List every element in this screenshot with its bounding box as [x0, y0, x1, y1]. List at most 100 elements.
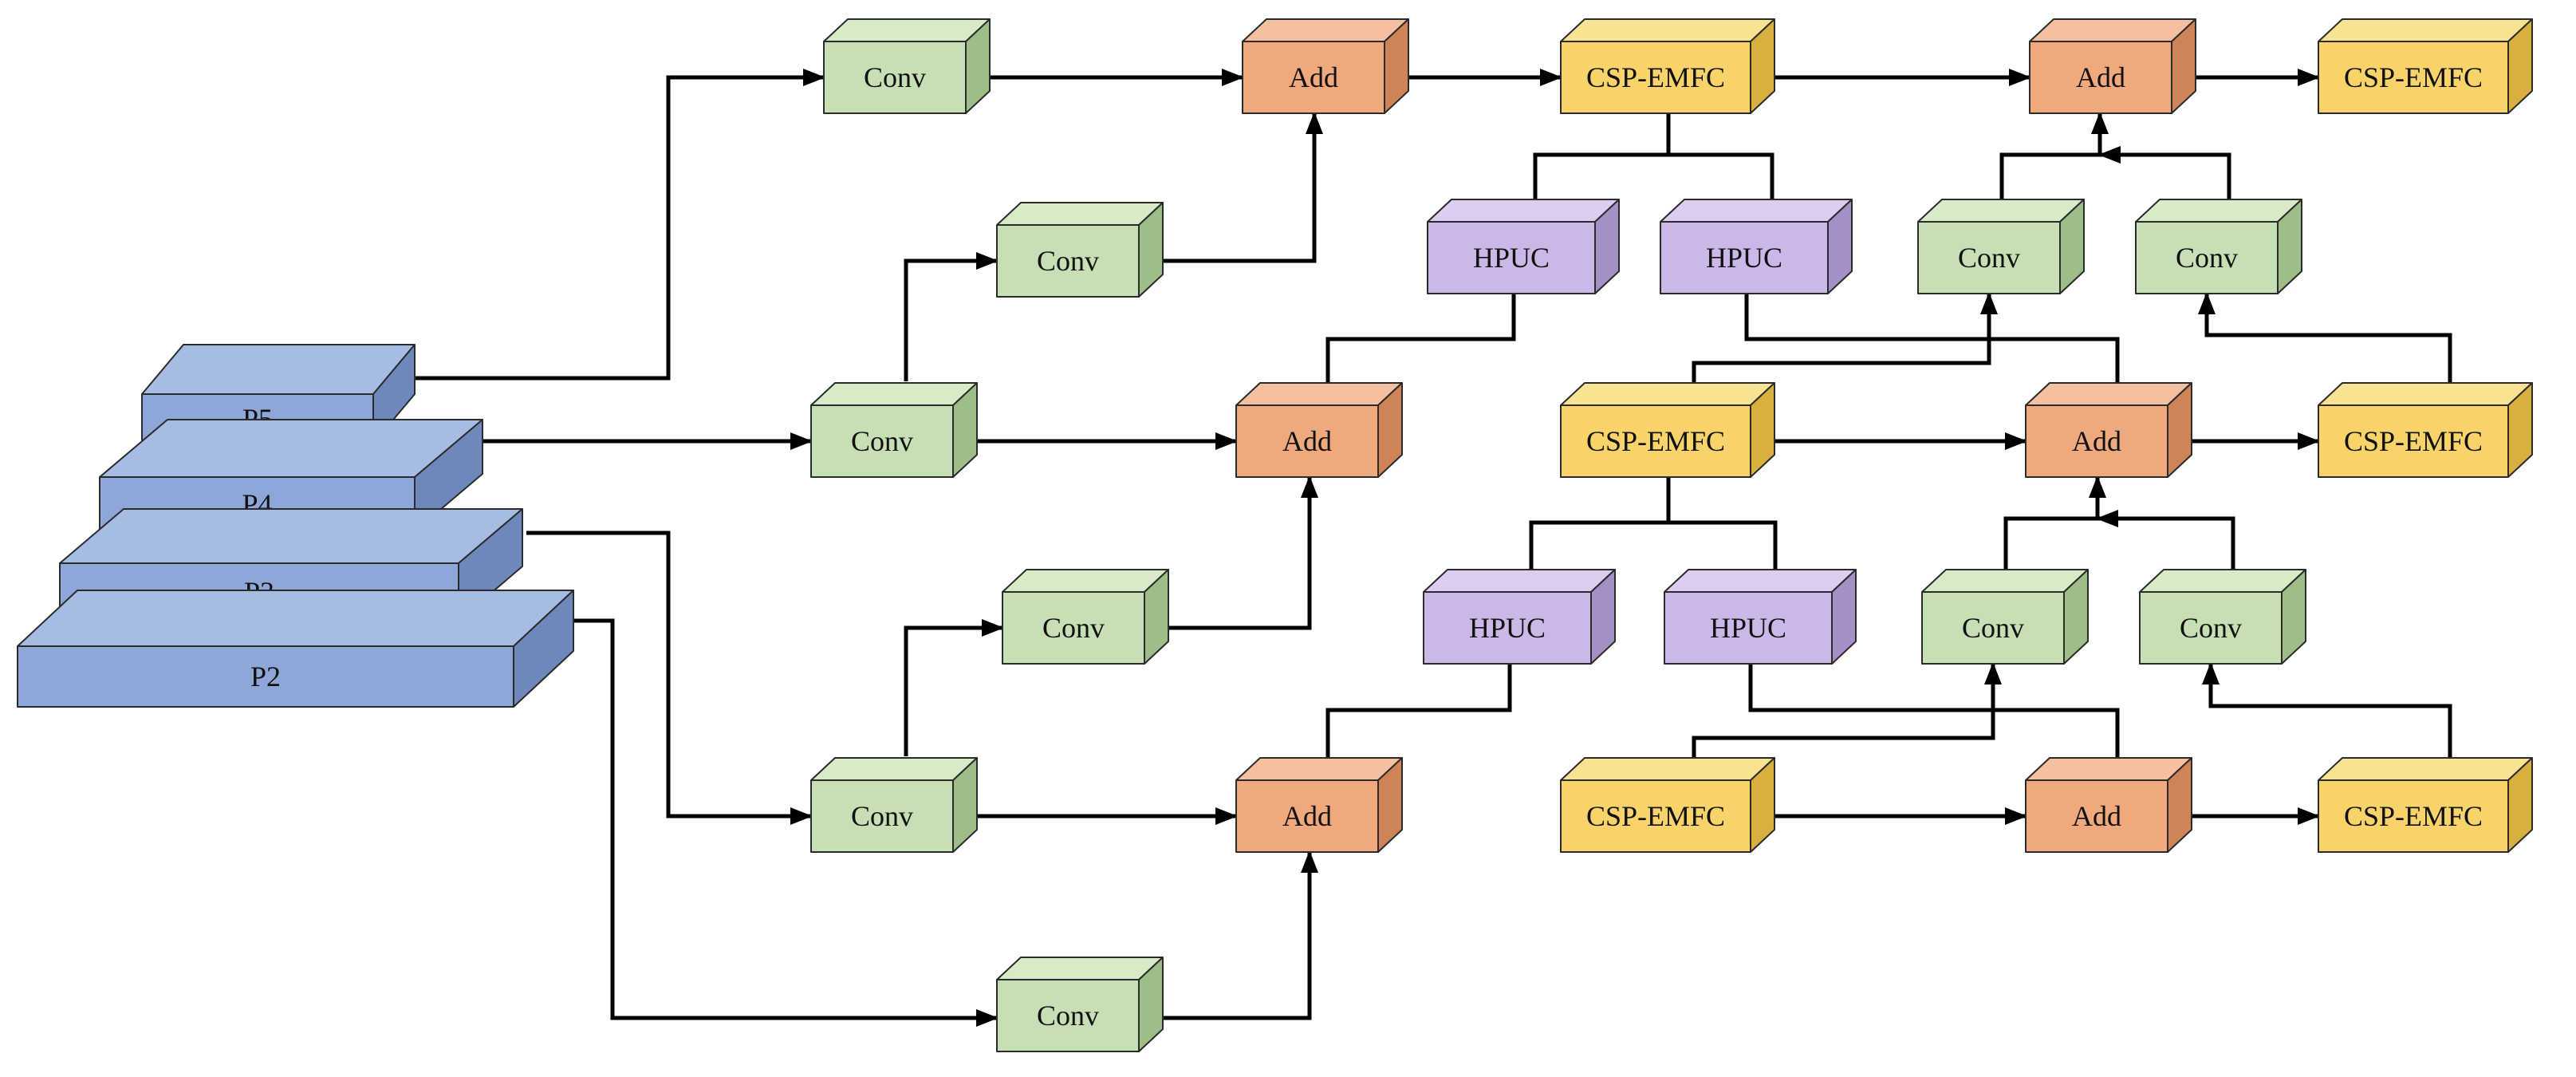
conv-block: Conv: [1002, 569, 1169, 665]
edge-conv-f-to-add-3: [1139, 850, 1318, 1020]
blocks: P5P4P3P2ConvConvConvConvConvConvAddAddAd…: [17, 18, 2533, 1052]
csp-block: CSP-EMFC: [2318, 382, 2533, 478]
hpuc-front-face: [1664, 591, 1833, 665]
input-top-face: [17, 590, 574, 647]
conv-block: Conv: [996, 957, 1164, 1052]
conv-top-face: [1002, 569, 1169, 593]
add-front-face: [1235, 779, 1379, 853]
add-top-face: [2025, 382, 2192, 406]
conv-front-face: [996, 979, 1140, 1052]
hpuc-block: HPUC: [1423, 569, 1616, 665]
conv-block: Conv: [1921, 569, 2089, 665]
add-top-face: [1242, 18, 1409, 42]
add-front-face: [1242, 41, 1385, 114]
add-block: Add: [1242, 18, 1409, 114]
edge-hpuc-3-to-add-3: [1748, 664, 2126, 782]
conv-block: Conv: [810, 757, 978, 853]
hpuc-block: HPUC: [1427, 199, 1620, 294]
csp-front-face: [2318, 404, 2509, 478]
conv-top-face: [1921, 569, 2089, 593]
edge-csp-2-to-hpuc-4: [1319, 664, 1512, 782]
conv-front-face: [996, 224, 1140, 298]
hpuc-block: HPUC: [1664, 569, 1857, 665]
conv-front-face: [810, 779, 954, 853]
hpuc-label: HPUC: [1710, 612, 1786, 644]
conv-label: Conv: [1958, 242, 2020, 274]
hpuc-front-face: [1660, 221, 1829, 294]
conv-top-face: [996, 957, 1164, 980]
edge-conv-e-to-add-2: [1144, 475, 1318, 630]
edge-p3-to-conv-c: [526, 531, 813, 825]
conv-top-face: [810, 757, 978, 781]
conv-top-face: [1917, 199, 2085, 223]
edge-conv-j-to-add-5: [2202, 662, 2452, 780]
edge-conv-i-to-add-5: [2198, 292, 2452, 405]
conv-label: Conv: [2180, 612, 2242, 644]
add-front-face: [2025, 404, 2168, 478]
add-top-face: [1235, 757, 1403, 781]
edge-hpuc-1-to-add-2: [1744, 294, 2126, 407]
csp-block: CSP-EMFC: [2318, 18, 2533, 114]
conv-top-face: [2139, 569, 2306, 593]
csp-top-face: [1560, 18, 1775, 42]
csp-front-face: [2318, 41, 2509, 114]
edge-csp-2-to-hpuc-3: [1319, 294, 1516, 407]
edge-conv-h-to-add-4: [2096, 510, 2235, 592]
csp-top-face: [2318, 382, 2533, 406]
csp-front-face: [2318, 779, 2509, 853]
csp-front-face: [1560, 779, 1751, 853]
add-label: Add: [1282, 800, 1332, 832]
hpuc-block: HPUC: [1660, 199, 1853, 294]
conv-label: Conv: [1037, 245, 1099, 277]
add-label: Add: [1289, 61, 1338, 93]
csp-label: CSP-EMFC: [1586, 61, 1725, 93]
add-top-face: [1235, 382, 1403, 406]
conv-front-face: [823, 41, 967, 114]
add-label: Add: [2072, 800, 2121, 832]
edge-csp-1-to-hpuc-1: [1522, 477, 1671, 594]
add-front-face: [2029, 41, 2172, 114]
conv-front-face: [2135, 221, 2279, 294]
conv-label: Conv: [2176, 242, 2238, 274]
add-top-face: [2025, 757, 2192, 781]
add-block: Add: [2029, 18, 2196, 114]
csp-top-face: [1560, 382, 1775, 406]
conv-top-face: [996, 202, 1164, 226]
edge-add-2-to-csp-2: [1526, 113, 1671, 223]
csp-front-face: [1560, 404, 1751, 478]
conv-block: Conv: [810, 382, 978, 478]
hpuc-top-face: [1660, 199, 1853, 223]
conv-block: Conv: [996, 202, 1164, 298]
conv-block: Conv: [2135, 199, 2302, 294]
csp-front-face: [1560, 41, 1751, 114]
csp-top-face: [1560, 757, 1775, 781]
csp-label: CSP-EMFC: [2344, 61, 2483, 93]
conv-label: Conv: [1042, 612, 1105, 644]
conv-label: Conv: [1962, 612, 2024, 644]
csp-block: CSP-EMFC: [1560, 382, 1775, 478]
input-front-face: [17, 645, 514, 708]
add-block: Add: [2025, 382, 2192, 478]
hpuc-label: HPUC: [1706, 242, 1782, 274]
csp-label: CSP-EMFC: [1586, 800, 1725, 832]
csp-top-face: [2318, 18, 2533, 42]
add-front-face: [2025, 779, 2168, 853]
edge-csp-2-to-conv-g: [1999, 112, 2109, 222]
hpuc-front-face: [1423, 591, 1592, 665]
add-label: Add: [2072, 425, 2121, 457]
conv-front-face: [1921, 591, 2065, 665]
hpuc-top-face: [1423, 569, 1616, 593]
edge-conv-c-to-conv-e: [904, 619, 1004, 756]
add-block: Add: [2025, 757, 2192, 853]
conv-top-face: [2135, 199, 2302, 223]
csp-label: CSP-EMFC: [2344, 425, 2483, 457]
add-top-face: [2029, 18, 2196, 42]
conv-block: Conv: [1917, 199, 2085, 294]
conv-front-face: [1917, 221, 2061, 294]
hpuc-label: HPUC: [1473, 242, 1550, 274]
conv-label: Conv: [864, 61, 926, 93]
input-top-face: [59, 508, 523, 564]
connections: [415, 69, 2452, 1027]
input-block: P2: [17, 590, 574, 708]
csp-top-face: [2318, 757, 2533, 781]
